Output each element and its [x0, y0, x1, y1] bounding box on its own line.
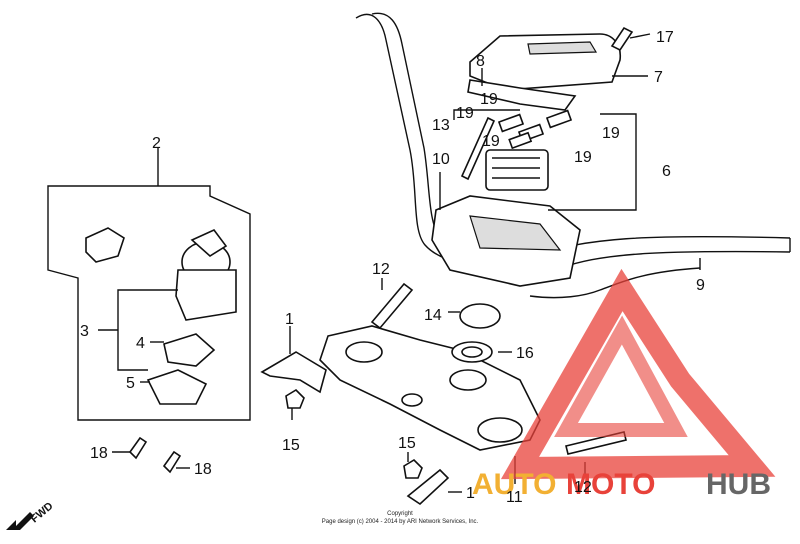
label-7: 7 — [654, 69, 663, 86]
label-18-right: 18 — [194, 461, 212, 478]
copyright-line2: Page design (c) 2004 - 2014 by ARI Netwo… — [322, 519, 479, 525]
seal-14 — [459, 303, 501, 329]
label-2: 2 — [152, 135, 161, 152]
nut-15-right — [403, 458, 423, 479]
diaphragm — [467, 79, 577, 111]
watermark-moto: MOTO — [566, 468, 655, 501]
label-15-left: 15 — [282, 437, 300, 454]
label-12-bottom: 12 — [574, 479, 592, 496]
label-16: 16 — [516, 345, 534, 362]
holder-1-left — [260, 351, 327, 394]
top-bridge — [319, 325, 541, 451]
bolt-13 — [460, 116, 496, 181]
label-19c: 19 — [482, 133, 500, 150]
watermark-hub: HUB — [706, 468, 771, 501]
label-5: 5 — [126, 375, 135, 392]
bolt-12-left — [370, 282, 414, 330]
watermark-auto: AUTO — [472, 468, 556, 501]
nut-15-left — [285, 388, 305, 409]
label-18-left: 18 — [90, 445, 108, 462]
holder-1-right — [406, 468, 450, 506]
label-12-top: 12 — [372, 261, 390, 278]
label-6: 6 — [662, 163, 671, 180]
label-17: 17 — [656, 29, 674, 46]
label-19a: 19 — [480, 91, 498, 108]
screw-18-left — [128, 436, 148, 460]
label-19d: 19 — [602, 125, 620, 142]
label-19b: 19 — [456, 105, 474, 122]
label-14: 14 — [424, 307, 442, 324]
copyright-line1: Copyright — [387, 511, 413, 517]
watermark-logo — [500, 268, 776, 480]
screw-17 — [610, 26, 634, 52]
master-cylinder-cover — [469, 33, 622, 91]
label-1-right: 1 — [466, 485, 475, 502]
screw-18-right — [162, 450, 182, 474]
label-11: 11 — [506, 489, 523, 506]
master-cylinder-body — [431, 149, 581, 287]
label-1-left: 1 — [285, 311, 294, 328]
label-15-right: 15 — [398, 435, 416, 452]
ignition-group-box — [47, 185, 251, 421]
label-4: 4 — [136, 335, 145, 352]
label-3: 3 — [80, 323, 89, 340]
label-19e: 19 — [574, 149, 592, 166]
ignition-switch — [85, 227, 237, 405]
label-9: 9 — [696, 277, 705, 294]
label-10: 10 — [432, 151, 450, 168]
label-13: 13 — [432, 117, 450, 134]
fwd-arrow — [6, 512, 34, 530]
fwd-label: FWD — [29, 500, 56, 525]
screws-19 — [497, 109, 573, 150]
washer-16-hole — [461, 346, 483, 358]
label-8: 8 — [476, 53, 485, 70]
